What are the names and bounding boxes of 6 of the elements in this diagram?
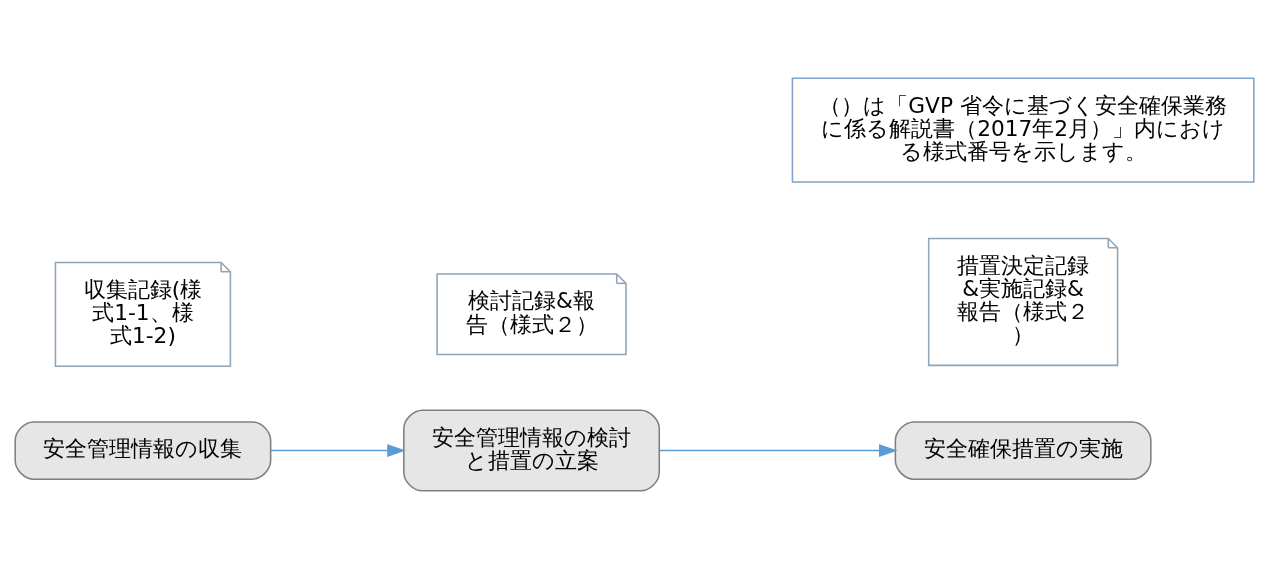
arrow [658,444,898,458]
node-box: （）は「GVP 省令に基づく安全確保業務に係る解説書（2017年2月）」内における様式番号を示します。 [791,77,1255,183]
node-box: 安全管理情報の収集 [14,421,272,480]
node-box: 安全管理情報の検討と措置の立案 [403,409,661,492]
arrow [269,444,406,458]
node-box: 安全確保措置の実施 [894,421,1152,480]
